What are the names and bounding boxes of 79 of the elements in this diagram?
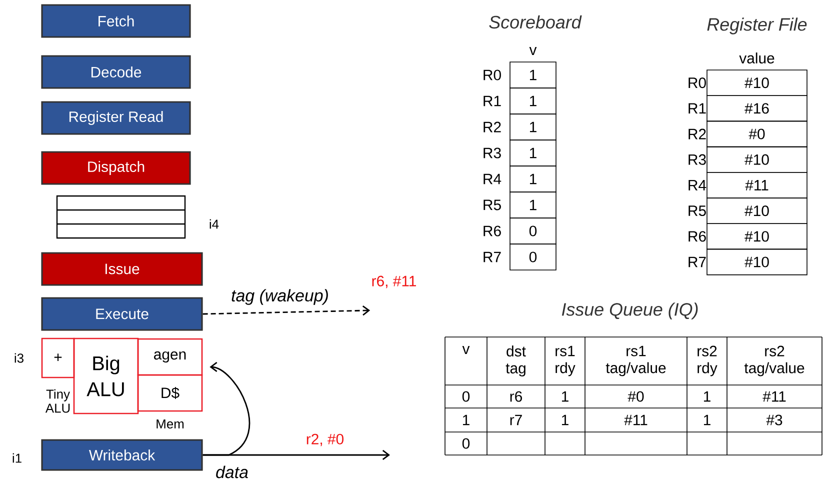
table-cell: #11 bbox=[762, 391, 786, 402]
table-title: Issue Queue (IQ) bbox=[562, 302, 698, 320]
table-cell: #11 bbox=[624, 414, 648, 426]
table-cell: 1 bbox=[510, 88, 556, 114]
table-cell: 0 bbox=[462, 438, 470, 449]
table-cell: rs1 tag/value bbox=[606, 346, 666, 376]
row-label: R2 bbox=[484, 122, 501, 132]
edge-label: data bbox=[216, 466, 248, 478]
row-label: R4 bbox=[688, 180, 706, 190]
table-cell: #10 bbox=[706, 248, 808, 276]
row-label: R0 bbox=[484, 70, 501, 80]
arrow bbox=[202, 362, 250, 456]
table-cell: 1 bbox=[463, 414, 470, 426]
row-label: R0 bbox=[688, 78, 706, 88]
functional-unit-box: Big ALU bbox=[73, 338, 139, 414]
table-cell: #0 bbox=[628, 391, 644, 402]
row-label: R3 bbox=[688, 154, 706, 165]
pipeline-stage-box: Register Read bbox=[41, 101, 191, 135]
table-cell: r7 bbox=[510, 414, 522, 426]
stage-label: i3 bbox=[14, 353, 24, 363]
table-cell: r6 bbox=[510, 391, 522, 402]
table-cell: 0 bbox=[462, 391, 470, 402]
table-cell: #0 bbox=[706, 120, 808, 148]
column-header: v bbox=[529, 47, 537, 55]
table-cell: 1 bbox=[510, 62, 556, 88]
row-label: R5 bbox=[688, 206, 706, 216]
edge-label: tag (wakeup) bbox=[232, 289, 328, 305]
stage-label: i1 bbox=[12, 453, 22, 463]
table-title: Register File bbox=[707, 18, 807, 34]
stage-label: i4 bbox=[210, 219, 219, 229]
table-cell: 0 bbox=[510, 218, 556, 244]
row-label: R1 bbox=[484, 96, 501, 106]
table-cell: 1 bbox=[510, 166, 556, 192]
row-label: R2 bbox=[688, 128, 706, 140]
column-header: value bbox=[739, 52, 774, 64]
pipeline-stage-box: Issue bbox=[41, 252, 203, 286]
table-cell: v bbox=[462, 346, 470, 354]
functional-unit-box: D$ bbox=[137, 374, 203, 412]
pipeline-stage-box: Decode bbox=[41, 55, 191, 89]
row-label: R7 bbox=[484, 252, 501, 262]
row-label: R4 bbox=[484, 174, 502, 184]
table-cell: #10 bbox=[706, 198, 808, 224]
row-label: R7 bbox=[688, 256, 706, 268]
table-cell: 1 bbox=[510, 192, 556, 218]
row-label: R5 bbox=[484, 200, 501, 210]
row-label: R6 bbox=[688, 231, 706, 242]
functional-unit-box: + bbox=[41, 338, 75, 378]
table-cell: 1 bbox=[562, 414, 568, 426]
table-cell: #10 bbox=[706, 146, 808, 173]
table-cell: 1 bbox=[562, 391, 568, 402]
pipeline-stage-box: Dispatch bbox=[41, 151, 191, 185]
value-label: r2, #0 bbox=[306, 434, 344, 446]
table-cell: 1 bbox=[704, 414, 710, 426]
pipeline-stage-box: Writeback bbox=[41, 439, 203, 471]
table-cell: #16 bbox=[706, 95, 808, 122]
row-label: R1 bbox=[688, 103, 706, 114]
queue-entries-drawing bbox=[56, 195, 186, 239]
table-cell: rs1 rdy bbox=[556, 346, 576, 376]
functional-unit-box: agen bbox=[137, 338, 203, 376]
stage-label: Mem bbox=[156, 419, 184, 428]
table-cell: #11 bbox=[706, 172, 808, 198]
table-cell: #3 bbox=[766, 414, 782, 426]
table-cell: 0 bbox=[510, 244, 556, 270]
table-cell: dst tag bbox=[506, 346, 526, 376]
table-cell: rs2 rdy bbox=[698, 346, 718, 376]
table-title: Scoreboard bbox=[489, 15, 582, 29]
table-cell: 1 bbox=[704, 391, 710, 402]
table-cell: 1 bbox=[510, 140, 556, 166]
table-cell: #10 bbox=[706, 70, 808, 96]
stage-label: Tiny ALU bbox=[45, 389, 70, 413]
value-label: r6, #11 bbox=[372, 276, 416, 288]
row-label: R3 bbox=[484, 148, 501, 158]
pipeline-stage-box: Fetch bbox=[41, 4, 191, 38]
table-cell: rs2 tag/value bbox=[744, 346, 804, 376]
row-label: R6 bbox=[484, 226, 501, 236]
pipeline-stage-box: Execute bbox=[41, 297, 203, 331]
arrow bbox=[202, 306, 370, 316]
table-cell: #10 bbox=[706, 223, 808, 250]
table-cell: 1 bbox=[510, 114, 556, 140]
